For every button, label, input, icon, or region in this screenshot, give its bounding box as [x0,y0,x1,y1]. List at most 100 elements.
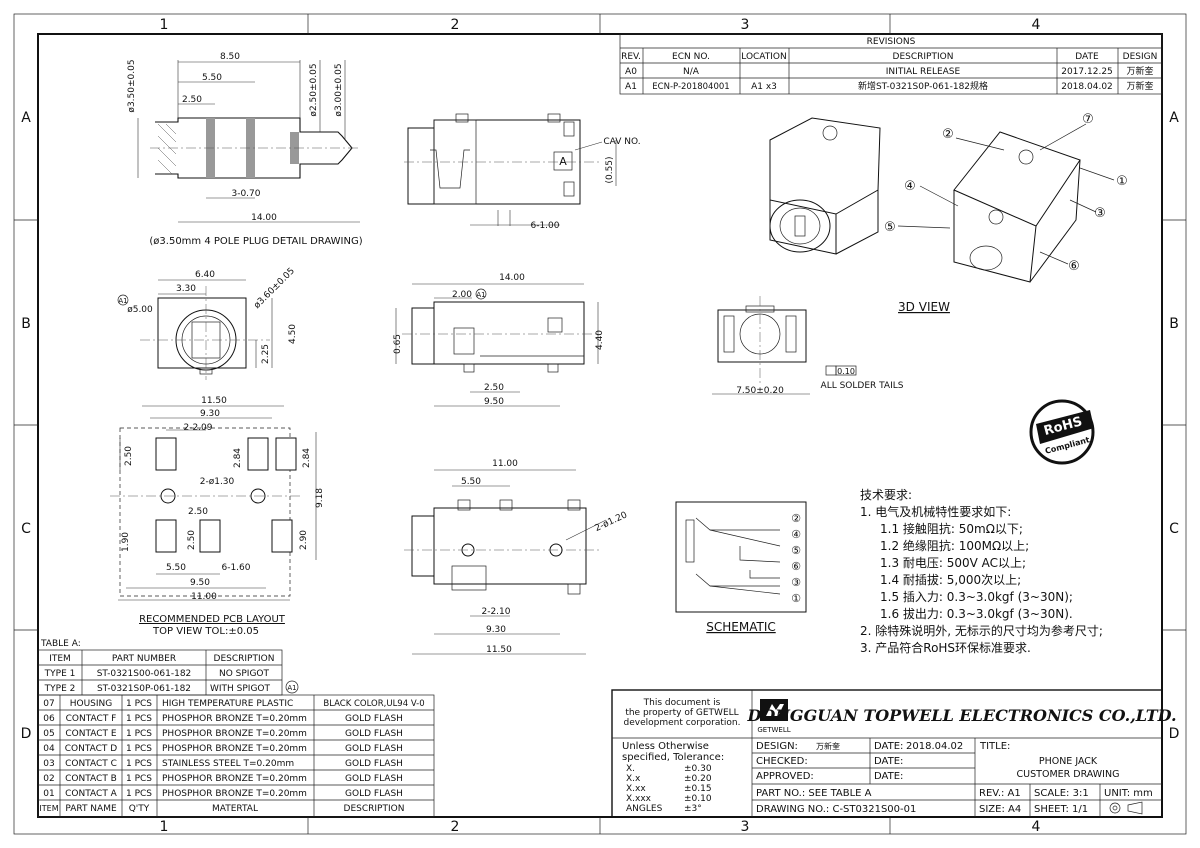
bom-row-02-name: CONTACT B [65,774,117,784]
pcb-dim-290: 2.90 [299,530,309,550]
3d-callout-2: ② [942,127,954,142]
zone-col-1-bottom: 1 [160,819,169,835]
rev-a1-rev: A1 [625,82,637,92]
top-dim-440: 4.40 [595,330,605,350]
rev-a1-description: 新增ST-0321S0P-061-182规格 [858,80,988,92]
tb-checked-label: CHECKED: [756,756,808,767]
bom-row-07-mat: HIGH TEMPERATURE PLASTIC [162,699,293,709]
bom-row-03-item: 03 [43,759,54,769]
bom-header-part-name: PART NAME [65,804,117,814]
plug-dim-250: 2.50 [182,95,202,105]
tolerance-v-2: ±0.15 [684,784,712,794]
zone-col-4-bottom: 4 [1032,819,1041,835]
bom-row-06-desc: GOLD FLASH [345,714,403,724]
pcb-dim-2-209: 2-2.09 [183,423,212,433]
tolerance-k-2: X.xx [626,784,646,794]
tolerance-k-4: ANGLES [626,804,663,814]
bom-header-description: DESCRIPTION [344,804,405,814]
3d-callout-4: ④ [904,179,916,194]
bom-row-07-name: HOUSING [70,699,113,709]
tb-date-label-3: DATE: [874,771,903,782]
tb-rev: REV.: A1 [979,788,1021,799]
tb-part-no: PART NO.: SEE TABLE A [756,788,872,799]
schematic: ② ④ ⑤ ⑥ ③ ① SCHEMATIC [675,501,807,634]
bom-row-03-qty: 1 PCS [126,759,152,769]
pcb-caption: RECOMMENDED PCB LAYOUT [139,614,286,625]
projection-symbol-icon [1109,801,1143,815]
schematic-pin-4: ④ [791,528,801,541]
pcb-dim-250-left: 2.50 [124,446,134,466]
schematic-pin-2: ② [791,512,801,525]
bom-row-03-mat: STAINLESS STEEL T=0.20mm [162,759,294,769]
table-a-type1-item: TYPE 1 [44,669,76,679]
bom-row-01-desc: GOLD FLASH [345,789,403,799]
req-item-1-6: 1.6 拔出力: 0.3~3.0kgf (3~30N). [880,606,1073,621]
company-logo: GETWELL [757,699,791,734]
zone-row-a-right: A [1169,110,1179,126]
bom-row-06-name: CONTACT F [66,714,117,724]
bom-row-02-qty: 1 PCS [126,774,152,784]
front-rev-mark: A1 [118,297,127,305]
tolerance-v-3: ±0.10 [684,794,712,804]
table-a-header-pn: PART NUMBER [112,654,176,664]
company-name: DONGGUAN TOPWELL ELECTRONICS CO.,LTD. [746,706,1176,725]
plug-dim-1400: 14.00 [251,213,277,223]
3d-callout-3: ③ [1094,206,1106,221]
schematic-pin-3: ③ [791,576,801,589]
bottom-dim-930: 9.30 [486,625,506,635]
revisions-table: REVISIONS REV. ECN NO. LOCATION DESCRIPT… [619,33,1163,95]
table-a-header-desc: DESCRIPTION [214,654,275,664]
bom-row-06-item: 06 [43,714,55,724]
bom-row-04-name: CONTACT D [65,744,118,754]
side-view-dim-6-100: 6-1.00 [530,221,559,231]
req-item-1-5: 1.5 插入力: 0.3~3.0kgf (3~30N); [880,590,1073,604]
bom-row-02-item: 02 [43,774,54,784]
bom-row-04-item: 04 [43,744,55,754]
tolerance-k-1: X.x [626,774,641,784]
bom-row-05-mat: PHOSPHOR BRONZE T=0.20mm [162,729,307,739]
bom-row-07-qty: 1 PCS [126,699,152,709]
front-dim-640: 6.40 [195,270,215,280]
logo-sub: GETWELL [757,726,790,734]
end-view-flatness: 0.10 [837,367,855,376]
bom-row-03-name: CONTACT C [65,759,117,769]
tb-sheet: SHEET: 1/1 [1034,804,1088,815]
req-title: 技术要求: [860,488,912,502]
pcb-dim-2-d130: 2-ø1.30 [200,477,235,487]
zone-row-d: D [21,726,32,742]
zone-row-c: C [21,521,31,537]
zone-col-2-bottom: 2 [451,819,460,835]
rohs-logo: RoHS Compliant [1029,399,1095,465]
tb-design-label: DESIGN: [756,741,798,752]
rev-a0-rev: A0 [625,67,637,77]
3d-callout-6: ⑥ [1068,259,1080,274]
plug-drawing: 8.50 5.50 2.50 ø3.50±0.05 ø2.50±0.05 ø3.… [127,52,363,247]
bom-row-01-name: CONTACT A [65,789,118,799]
table-a-type2-desc: WITH SPIGOT [210,684,271,694]
front-view: 6.40 3.30 A1 ø5.00 ø3.60±0.05 2.25 4.50 [117,266,298,380]
tb-property-line3: development corporation. [624,718,741,728]
req-item-1-3: 1.3 耐电压: 500V AC以上; [880,556,1026,570]
title-block: This document is the property of GETWELL… [611,689,1177,818]
end-view: 0.10 ALL SOLDER TAILS 7.50±0.20 [712,296,904,396]
bom-row-04-qty: 1 PCS [126,744,152,754]
plug-dim-d250: ø2.50±0.05 [309,63,319,116]
zone-row-b-right: B [1169,316,1179,332]
3d-view: ① ② ③ ④ ⑤ ⑥ ⑦ 3D VIEW [769,112,1128,314]
rev-header-ecn: ECN NO. [672,52,710,62]
rev-a0-design: 万新奎 [1126,65,1153,77]
bom-row-04-mat: PHOSPHOR BRONZE T=0.20mm [162,744,307,754]
zone-row-a: A [21,110,31,126]
rev-header-date: DATE [1075,52,1099,62]
top-rev-mark: A1 [476,291,485,299]
table-a-type1-desc: NO SPIGOT [219,669,270,679]
rev-a0-ecn: N/A [683,67,700,77]
zone-col-1: 1 [160,17,169,33]
tb-size: SIZE: A4 [979,804,1021,815]
side-view-dim-055: (0.55) [605,156,615,183]
pcb-dim-284-b: 2.84 [302,448,312,468]
front-dim-330: 3.30 [176,284,196,294]
table-a: TABLE A: ITEM PART NUMBER DESCRIPTION TY… [37,639,299,696]
tb-title-line1: PHONE JACK [1039,756,1098,767]
table-a-header-item: ITEM [49,654,71,664]
